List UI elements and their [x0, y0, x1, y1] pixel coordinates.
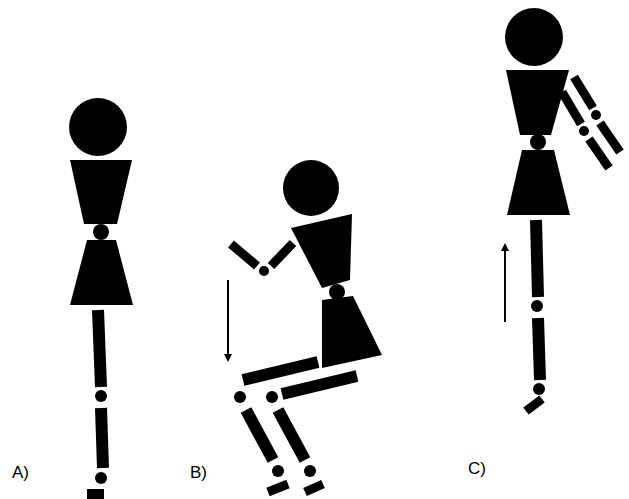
jumping-figure	[505, 8, 620, 411]
panel-label: B)	[190, 464, 207, 481]
panel-label: C)	[468, 460, 486, 477]
standing-figure	[69, 98, 133, 499]
crouching-figure	[228, 160, 382, 492]
panel-label: A)	[12, 464, 29, 481]
